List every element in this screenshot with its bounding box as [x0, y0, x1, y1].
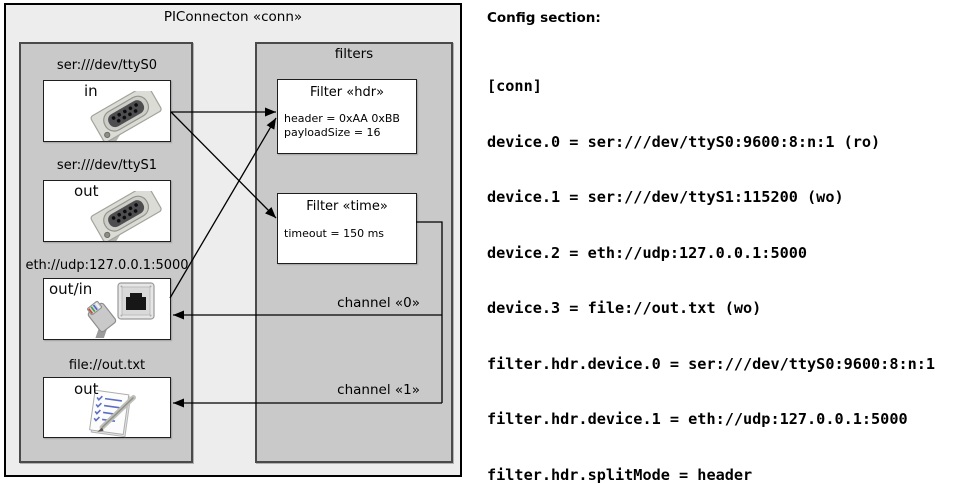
- device-url-ttyS1: ser:///dev/ttyS1: [56, 158, 158, 173]
- device-box-eth: out/in: [43, 278, 171, 340]
- device-box-file: out: [43, 377, 171, 438]
- device-box-ttyS1: out: [43, 180, 171, 242]
- diagram-title: PIConnecton «conn»: [163, 9, 303, 25]
- config-heading: Config section:: [487, 10, 601, 26]
- config-line: filter.hdr.device.1 = eth://udp:127.0.0.…: [487, 410, 908, 428]
- serial-connector-icon: [90, 191, 162, 241]
- config-line: device.2 = eth://udp:127.0.0.1:5000: [487, 243, 808, 262]
- filter-hdr-title: Filter «hdr»: [309, 85, 385, 100]
- filter-hdr-box: Filter «hdr» header = 0xAA 0xBB payloadS…: [277, 79, 417, 154]
- ethernet-connector-icon: [87, 282, 155, 338]
- filter-hdr-attr-payload: payloadSize = 16: [284, 126, 381, 139]
- port-label: out: [74, 380, 99, 398]
- config-line: [conn]: [487, 77, 542, 95]
- notepad-icon: [89, 389, 136, 438]
- config-lines: [conn] device.0 = ser:///dev/ttyS0:9600:…: [487, 40, 963, 484]
- config-line: device.3 = file://out.txt (wo): [487, 299, 762, 317]
- config-line: device.0 = ser:///dev/ttyS0:9600:8:n:1 (…: [487, 132, 881, 151]
- serial-connector-icon: [90, 91, 162, 141]
- channel-1-label: channel «1»: [337, 382, 420, 398]
- port-label: out: [74, 182, 99, 200]
- device-box-ttyS0: in: [43, 80, 171, 142]
- channel-0-label: channel «0»: [337, 295, 420, 311]
- filter-hdr-attr-header: header = 0xAA 0xBB: [284, 112, 400, 125]
- config-section: Config section: [conn] device.0 = ser://…: [487, 10, 963, 484]
- filter-time-title: Filter «time»: [306, 199, 388, 214]
- device-url-eth: eth://udp:127.0.0.1:5000: [25, 258, 189, 273]
- device-url-file: file://out.txt: [68, 358, 146, 373]
- port-label: out/in: [49, 280, 93, 298]
- config-line: filter.hdr.splitMode = header: [487, 465, 753, 484]
- config-line: filter.hdr.device.0 = ser:///dev/ttyS0:9…: [487, 354, 936, 373]
- device-url-ttyS0: ser:///dev/ttyS0: [56, 58, 158, 73]
- port-label: in: [84, 82, 98, 100]
- filter-time-box: Filter «time» timeout = 150 ms: [277, 193, 417, 264]
- config-line: device.1 = ser:///dev/ttyS1:115200 (wo): [487, 188, 844, 206]
- filters-panel-label: filters: [334, 46, 374, 62]
- filter-time-attr-timeout: timeout = 150 ms: [284, 227, 385, 240]
